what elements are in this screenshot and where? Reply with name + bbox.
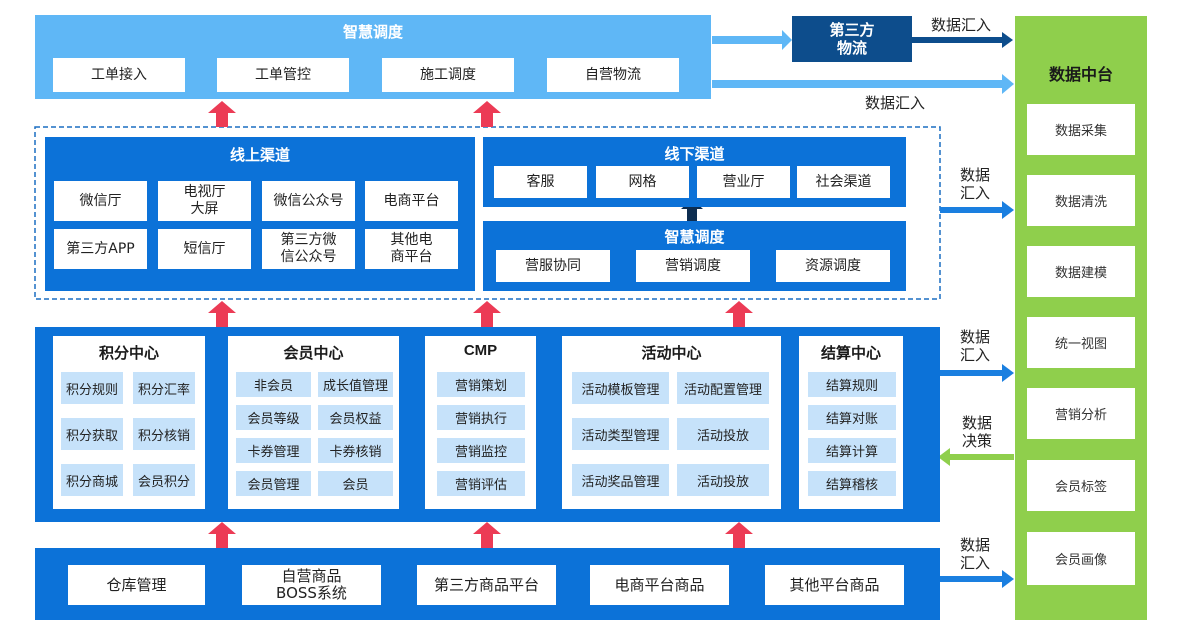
- cmp-title: CMP: [463, 342, 498, 359]
- points-item: 积分获取: [61, 418, 123, 450]
- member-item: 卡券核销: [318, 438, 393, 463]
- online-channels-title: 线上渠道: [229, 146, 290, 164]
- activity-item: 活动模板管理: [572, 372, 669, 404]
- member-center-title: 会员中心: [283, 344, 344, 362]
- member-item: 会员管理: [236, 471, 311, 496]
- flow-label: 数据 汇入: [959, 328, 990, 364]
- flow-label: 数据 汇入: [959, 536, 990, 572]
- data-platform-item: 会员画像: [1027, 532, 1135, 585]
- top-dispatch-item: 工单接入: [53, 58, 185, 92]
- arrow-dispatch-to-logistics: [712, 30, 792, 50]
- data-platform-item: 营销分析: [1027, 388, 1135, 439]
- top-dispatch-title: 智慧调度: [342, 23, 403, 41]
- data-platform-title: 数据中台: [1048, 65, 1113, 84]
- points-center-title: 积分中心: [98, 344, 159, 362]
- product-item: 第三方商品平台: [417, 565, 556, 605]
- cmp-item: 营销策划: [437, 372, 525, 397]
- cmp-item: 营销评估: [437, 471, 525, 496]
- settlement-center-title: 结算中心: [820, 344, 881, 362]
- settlement-item: 结算对账: [808, 405, 896, 430]
- red-arrows-row1: [208, 101, 501, 127]
- data-platform-item: 统一视图: [1027, 317, 1135, 368]
- online-channel-item: 微信厅: [54, 181, 147, 221]
- flow-label: 数据汇入: [864, 94, 925, 112]
- cmp-item: 营销执行: [437, 405, 525, 430]
- online-channel-item: 其他电 商平台: [365, 229, 458, 269]
- offline-channel-item: 客服: [494, 166, 587, 198]
- data-platform-item: 数据采集: [1027, 104, 1135, 155]
- data-platform-item: 会员标签: [1027, 460, 1135, 511]
- top-dispatch-item: 工单管控: [217, 58, 349, 92]
- points-item: 积分规则: [61, 372, 123, 404]
- arrow-logistics-to-platform: [912, 32, 1013, 48]
- member-item: 成长值管理: [318, 372, 393, 397]
- top-dispatch-item: 自营物流: [547, 58, 679, 92]
- online-channel-item: 电视厅 大屏: [158, 181, 251, 221]
- arrow-products-to-platform: [940, 570, 1014, 588]
- activity-item: 活动奖品管理: [572, 464, 669, 496]
- arrow-dispatch-to-platform: [712, 74, 1014, 94]
- flow-label: 数据 决策: [961, 414, 992, 450]
- points-item: 积分商城: [61, 464, 123, 496]
- activity-center-title: 活动中心: [641, 344, 702, 362]
- activity-item: 活动类型管理: [572, 418, 669, 450]
- settlement-item: 结算规则: [808, 372, 896, 397]
- red-arrows-row3: [208, 522, 753, 548]
- member-item: 卡券管理: [236, 438, 311, 463]
- member-item: 非会员: [236, 372, 311, 397]
- activity-item: 活动配置管理: [677, 372, 769, 404]
- online-channel-item: 第三方微 信公众号: [262, 229, 355, 269]
- member-item: 会员等级: [236, 405, 311, 430]
- online-channel-item: 电商平台: [365, 181, 458, 221]
- top-dispatch-item: 施工调度: [382, 58, 514, 92]
- inner-dispatch-item: 营服协同: [496, 250, 610, 282]
- inner-dispatch-item: 资源调度: [776, 250, 890, 282]
- product-item: 自营商品 BOSS系统: [242, 565, 381, 605]
- online-channel-item: 微信公众号: [262, 181, 355, 221]
- red-arrows-row2: [208, 301, 753, 327]
- points-item: 积分核销: [133, 418, 195, 450]
- arrow-platform-to-centers: [938, 448, 1014, 466]
- offline-channel-item: 社会渠道: [797, 166, 890, 198]
- offline-channels-title: 线下渠道: [664, 145, 725, 163]
- inner-dispatch-title: 智慧调度: [664, 228, 725, 246]
- activity-item: 活动投放: [677, 418, 769, 450]
- activity-item: 活动投放: [677, 464, 769, 496]
- offline-channel-item: 网格: [596, 166, 689, 198]
- third-party-logistics-box: 第三方 物流: [792, 16, 912, 62]
- product-item: 仓库管理: [68, 565, 205, 605]
- arrow-channels-to-platform: [940, 201, 1014, 219]
- member-item: 会员权益: [318, 405, 393, 430]
- online-channel-item: 第三方APP: [54, 229, 147, 269]
- product-item: 电商平台商品: [590, 565, 729, 605]
- inner-dispatch-item: 营销调度: [636, 250, 750, 282]
- points-item: 积分汇率: [133, 372, 195, 404]
- arrow-centers-to-platform: [940, 364, 1014, 382]
- offline-channel-item: 营业厅: [697, 166, 790, 198]
- flow-label: 数据 汇入: [959, 166, 990, 202]
- settlement-item: 结算计算: [808, 438, 896, 463]
- points-item: 会员积分: [133, 464, 195, 496]
- member-item: 会员: [318, 471, 393, 496]
- data-platform-item: 数据清洗: [1027, 175, 1135, 226]
- data-platform-item: 数据建模: [1027, 246, 1135, 297]
- cmp-item: 营销监控: [437, 438, 525, 463]
- online-channel-item: 短信厅: [158, 229, 251, 269]
- product-item: 其他平台商品: [765, 565, 904, 605]
- settlement-item: 结算稽核: [808, 471, 896, 496]
- flow-label: 数据汇入: [930, 16, 991, 34]
